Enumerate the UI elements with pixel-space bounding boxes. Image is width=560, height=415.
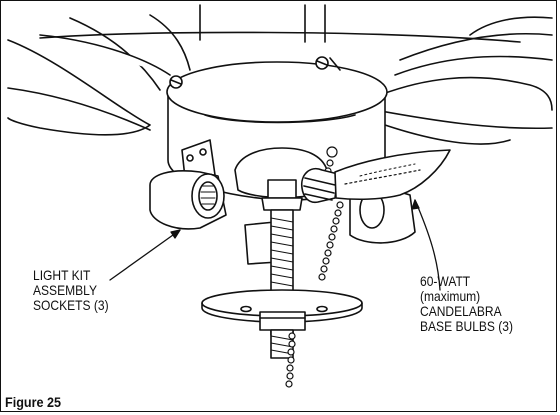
candelabra-bulb [300,149,451,204]
leader-lines [109,199,441,291]
label-candelabra-bulbs: 60-WATT (maximum) CANDELABRA BASE BULBS … [420,273,514,334]
fan-blades [7,14,553,145]
left-socket [149,170,227,230]
label-light-kit-sockets: LIGHT KIT ASSEMBLY SOCKETS (3) [33,267,109,313]
figure-caption: Figure 25 [5,394,62,410]
